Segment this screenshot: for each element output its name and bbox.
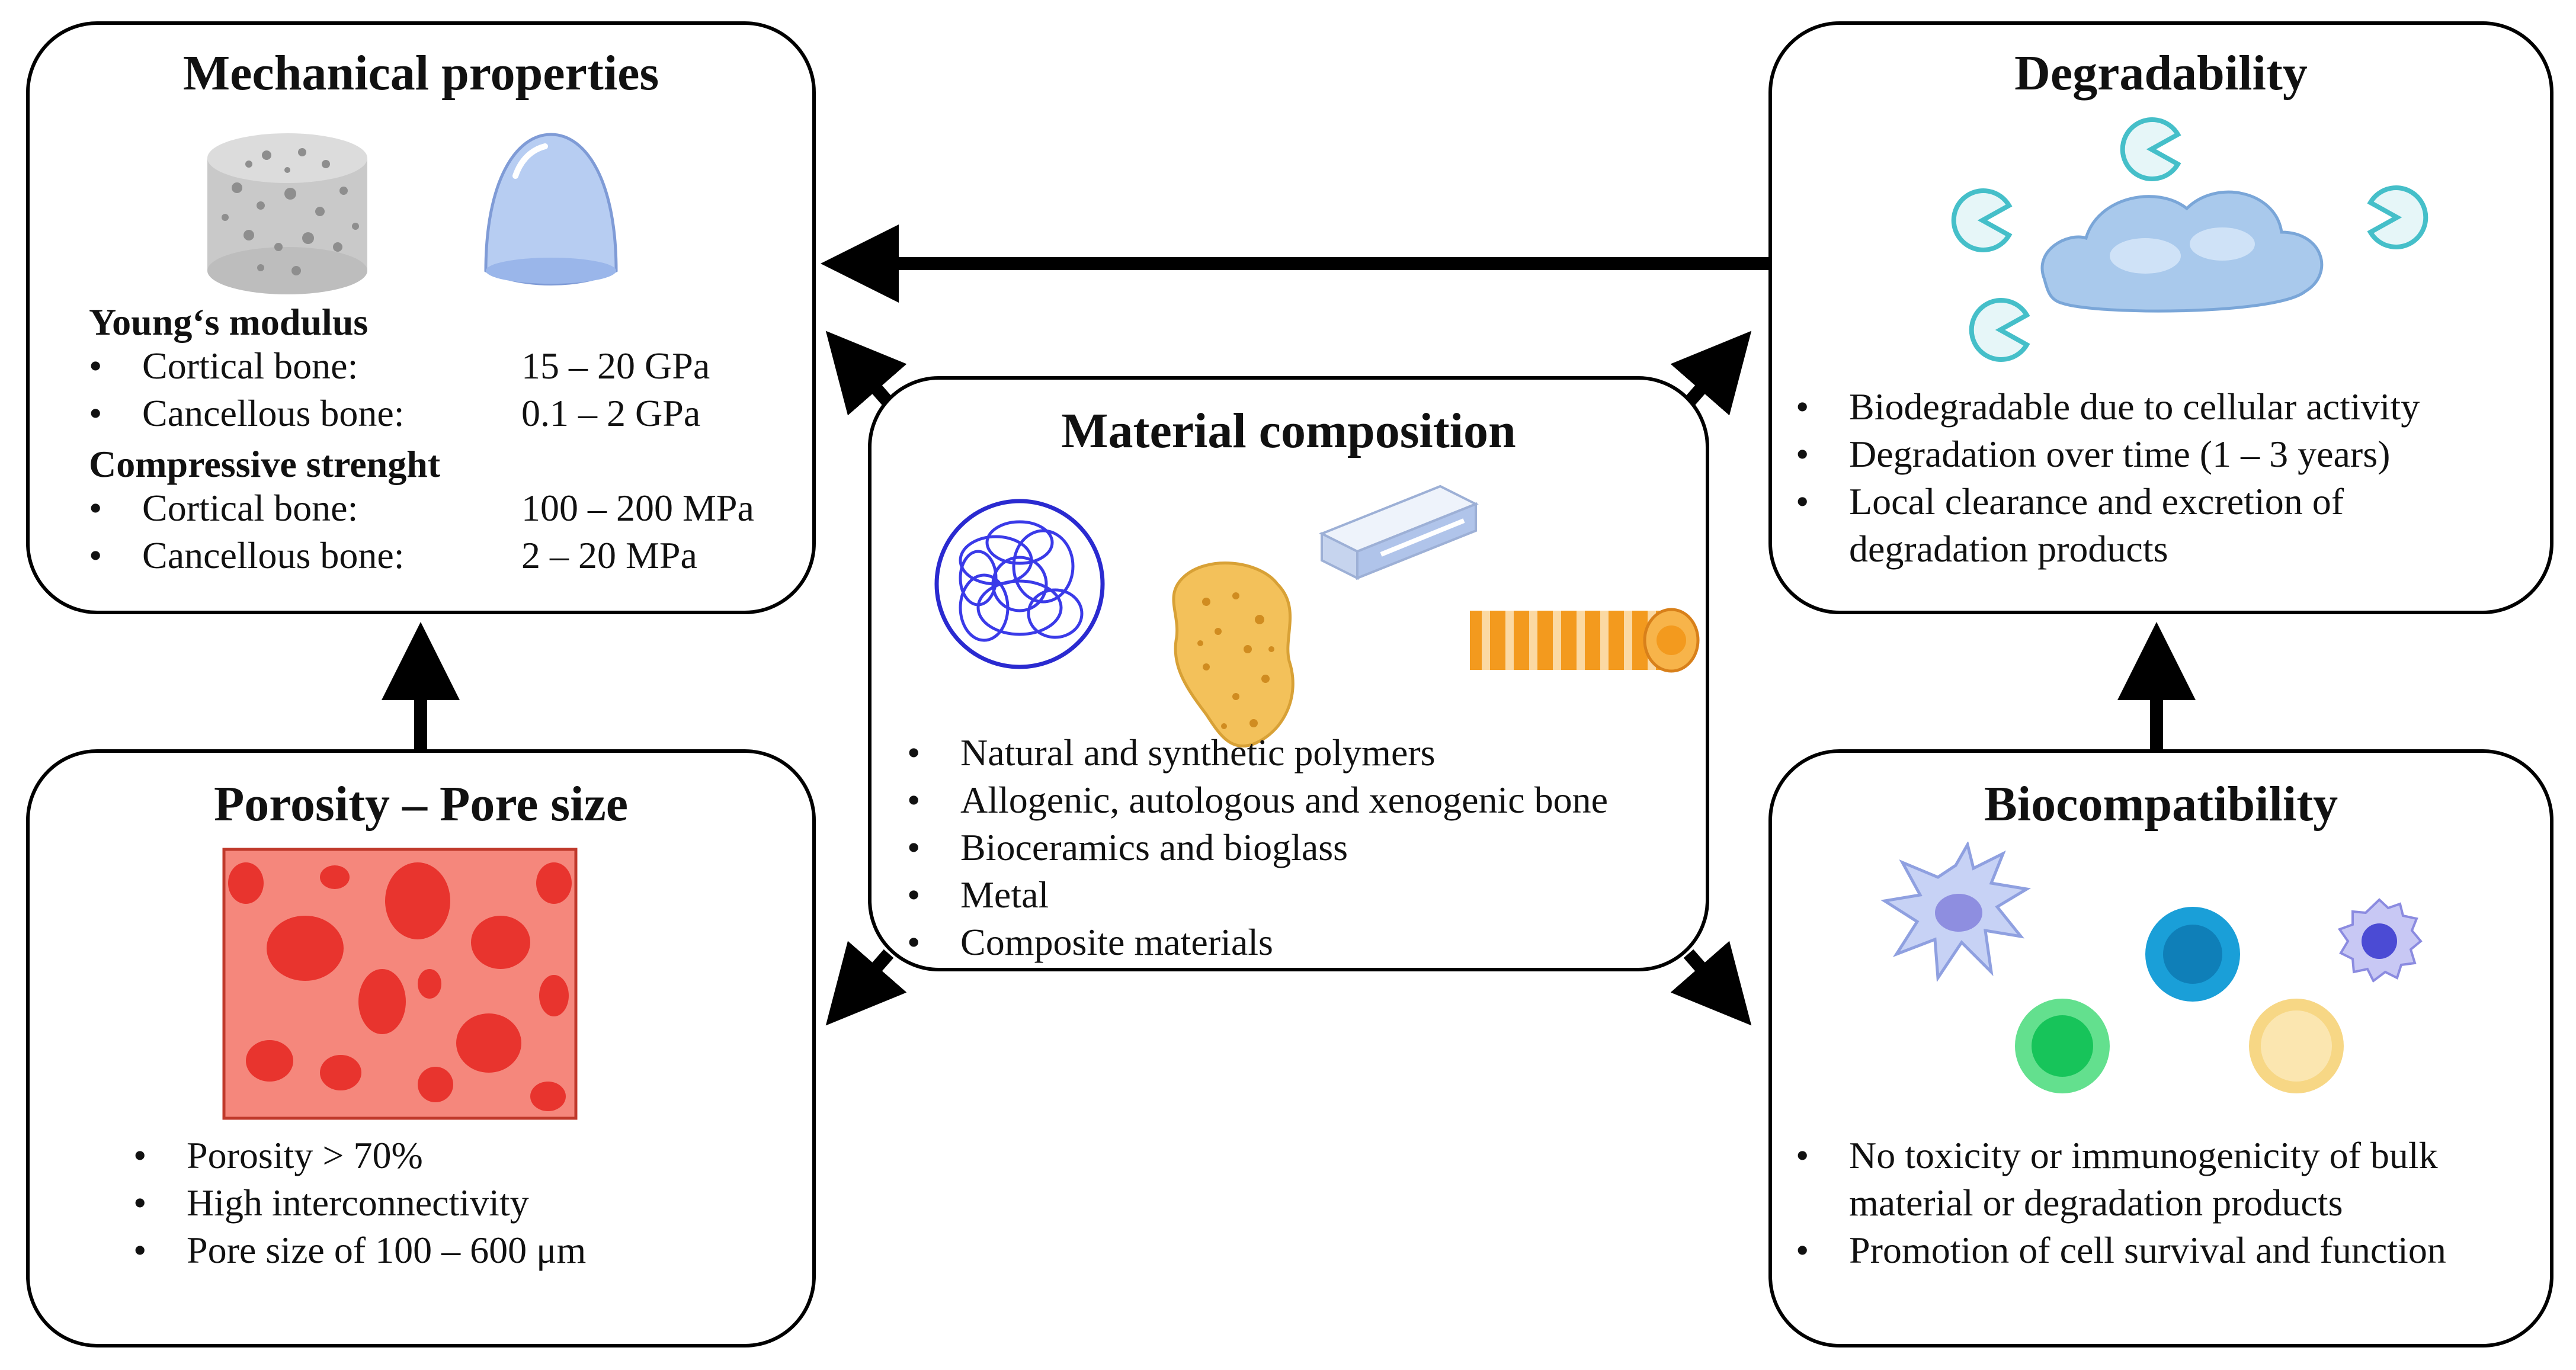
row-value: 100 – 200 MPa — [521, 487, 754, 529]
porous-tissue-icon — [222, 848, 578, 1120]
mechanical-properties-box: Mechanical properties Young‘s modulus Co… — [26, 21, 816, 614]
row-label: Cortical bone: — [142, 487, 358, 529]
porosity-title: Porosity – Pore size — [213, 777, 629, 832]
arrow-material-to-porosity — [825, 941, 907, 1026]
row-label: Cancellous bone: — [142, 534, 405, 576]
list-item: Degradation over time (1 – 3 years) — [1796, 431, 2420, 478]
arrow-material-to-degradability — [1670, 331, 1752, 416]
row-value: 2 – 20 MPa — [521, 534, 697, 576]
degradability-box: Degradability Biodegradable due to cellu… — [1768, 21, 2553, 614]
enzyme-icon — [1951, 188, 2013, 252]
biocompatibility-bullets: No toxicity or immunogenicity of bulk ma… — [1796, 1132, 2446, 1274]
list-item: Natural and synthetic polymers — [907, 729, 1608, 777]
list-item: Promotion of cell survival and function — [1796, 1227, 2446, 1274]
degradability-bullets: Biodegradable due to cellular activity D… — [1796, 383, 2420, 573]
enzyme-icon — [2367, 185, 2428, 249]
youngs-modulus-heading: Young‘s modulus — [89, 301, 369, 343]
material-composition-box: Material composition — [868, 376, 1709, 971]
list-item: Local clearance and excretion of — [1796, 478, 2420, 525]
row-value: 0.1 – 2 GPa — [521, 392, 701, 434]
lymphocyte-icon — [2337, 898, 2423, 983]
arrow-material-to-biocompat — [1670, 941, 1752, 1026]
arrow-material-to-mechanical — [825, 331, 907, 416]
list-item: Biodegradable due to cellular activity — [1796, 383, 2420, 431]
material-bullets: Natural and synthetic polymers Allogenic… — [907, 729, 1608, 966]
list-item: High interconnectivity — [133, 1179, 586, 1227]
biocompatibility-box: Biocompatibility No toxicity or immunoge… — [1768, 749, 2553, 1347]
list-item: Pore size of 100 – 600 μm — [133, 1227, 586, 1274]
list-item: Allogenic, autologous and xenogenic bone — [907, 777, 1608, 824]
list-item-continuation: material or degradation products — [1849, 1182, 2343, 1224]
list-item: Porosity > 70% — [133, 1132, 586, 1179]
porosity-bullets: Porosity > 70% High interconnectivity Po… — [133, 1132, 586, 1274]
fiber-rod-icon — [1470, 608, 1700, 673]
bone-scaffold-icon — [207, 133, 367, 294]
row-value: 15 – 20 GPa — [521, 345, 710, 387]
hydrogel-dome-icon — [484, 133, 618, 285]
enzyme-icon — [1969, 298, 2030, 362]
degradability-title: Degradability — [2014, 46, 2308, 101]
enzyme-icon — [2120, 117, 2181, 181]
mechanical-title: Mechanical properties — [182, 46, 659, 101]
green-cell-icon — [2015, 999, 2110, 1093]
row-label: Cortical bone: — [142, 345, 358, 387]
yellow-cell-icon — [2249, 999, 2344, 1093]
list-item: Bioceramics and bioglass — [907, 824, 1608, 871]
compressive-strength-heading: Compressive strenght — [89, 443, 441, 485]
sponge-icon — [1172, 562, 1295, 748]
list-item: Composite materials — [907, 919, 1608, 966]
glass-block-icon — [1319, 485, 1479, 580]
dendritic-cell-icon — [1880, 842, 2032, 983]
list-item-continuation: degradation products — [1849, 528, 2168, 570]
gel-blob-icon — [2040, 190, 2324, 313]
material-title: Material composition — [1061, 403, 1516, 458]
porosity-box: Porosity – Pore size Porosity > 70% High… — [26, 749, 816, 1347]
stem-cell-icon — [2145, 907, 2240, 1002]
row-label: Cancellous bone: — [142, 392, 405, 434]
fiber-ball-icon — [934, 499, 1105, 669]
biocompatibility-title: Biocompatibility — [1984, 777, 2338, 832]
list-item: Metal — [907, 871, 1608, 919]
list-item: No toxicity or immunogenicity of bulk — [1796, 1132, 2446, 1179]
